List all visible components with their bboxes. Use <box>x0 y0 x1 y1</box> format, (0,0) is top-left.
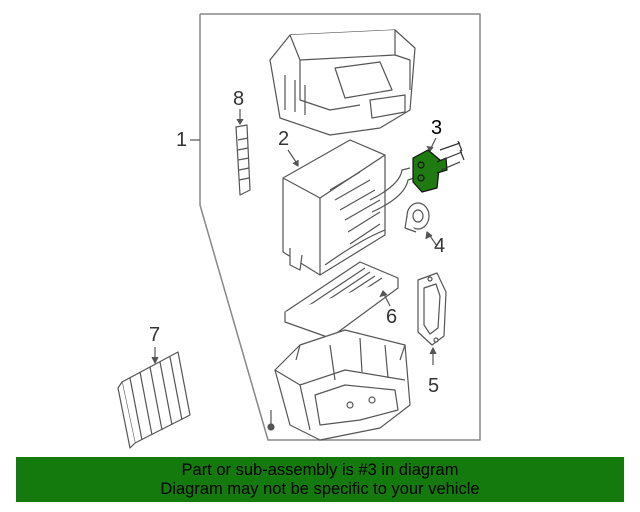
banner-line-1: Part or sub-assembly is #3 in diagram <box>181 461 459 479</box>
callout-6: 6 <box>386 306 398 328</box>
part-4-grommet <box>404 202 430 233</box>
callout-5: 5 <box>428 375 440 397</box>
part-3-expansion-valve <box>412 140 465 193</box>
part-2-evaporator <box>282 139 415 276</box>
part-5-seal <box>417 272 447 346</box>
assembly-outline <box>199 13 481 441</box>
screw-part <box>267 410 275 431</box>
callout-2: 2 <box>278 128 290 150</box>
part-8-strip <box>235 124 251 196</box>
callout-8: 8 <box>233 88 245 110</box>
upper-case-part <box>269 29 416 136</box>
info-banner: Part or sub-assembly is #3 in diagram Di… <box>16 457 624 502</box>
callout-1: 1 <box>176 129 188 151</box>
part-6-tray <box>284 261 399 339</box>
part-7-filter <box>117 351 191 449</box>
callout-7: 7 <box>149 324 161 346</box>
banner-line-2: Diagram may not be specific to your vehi… <box>160 480 480 498</box>
lower-case-part <box>274 329 411 441</box>
callout-3: 3 <box>431 117 443 139</box>
callout-4: 4 <box>434 235 446 257</box>
